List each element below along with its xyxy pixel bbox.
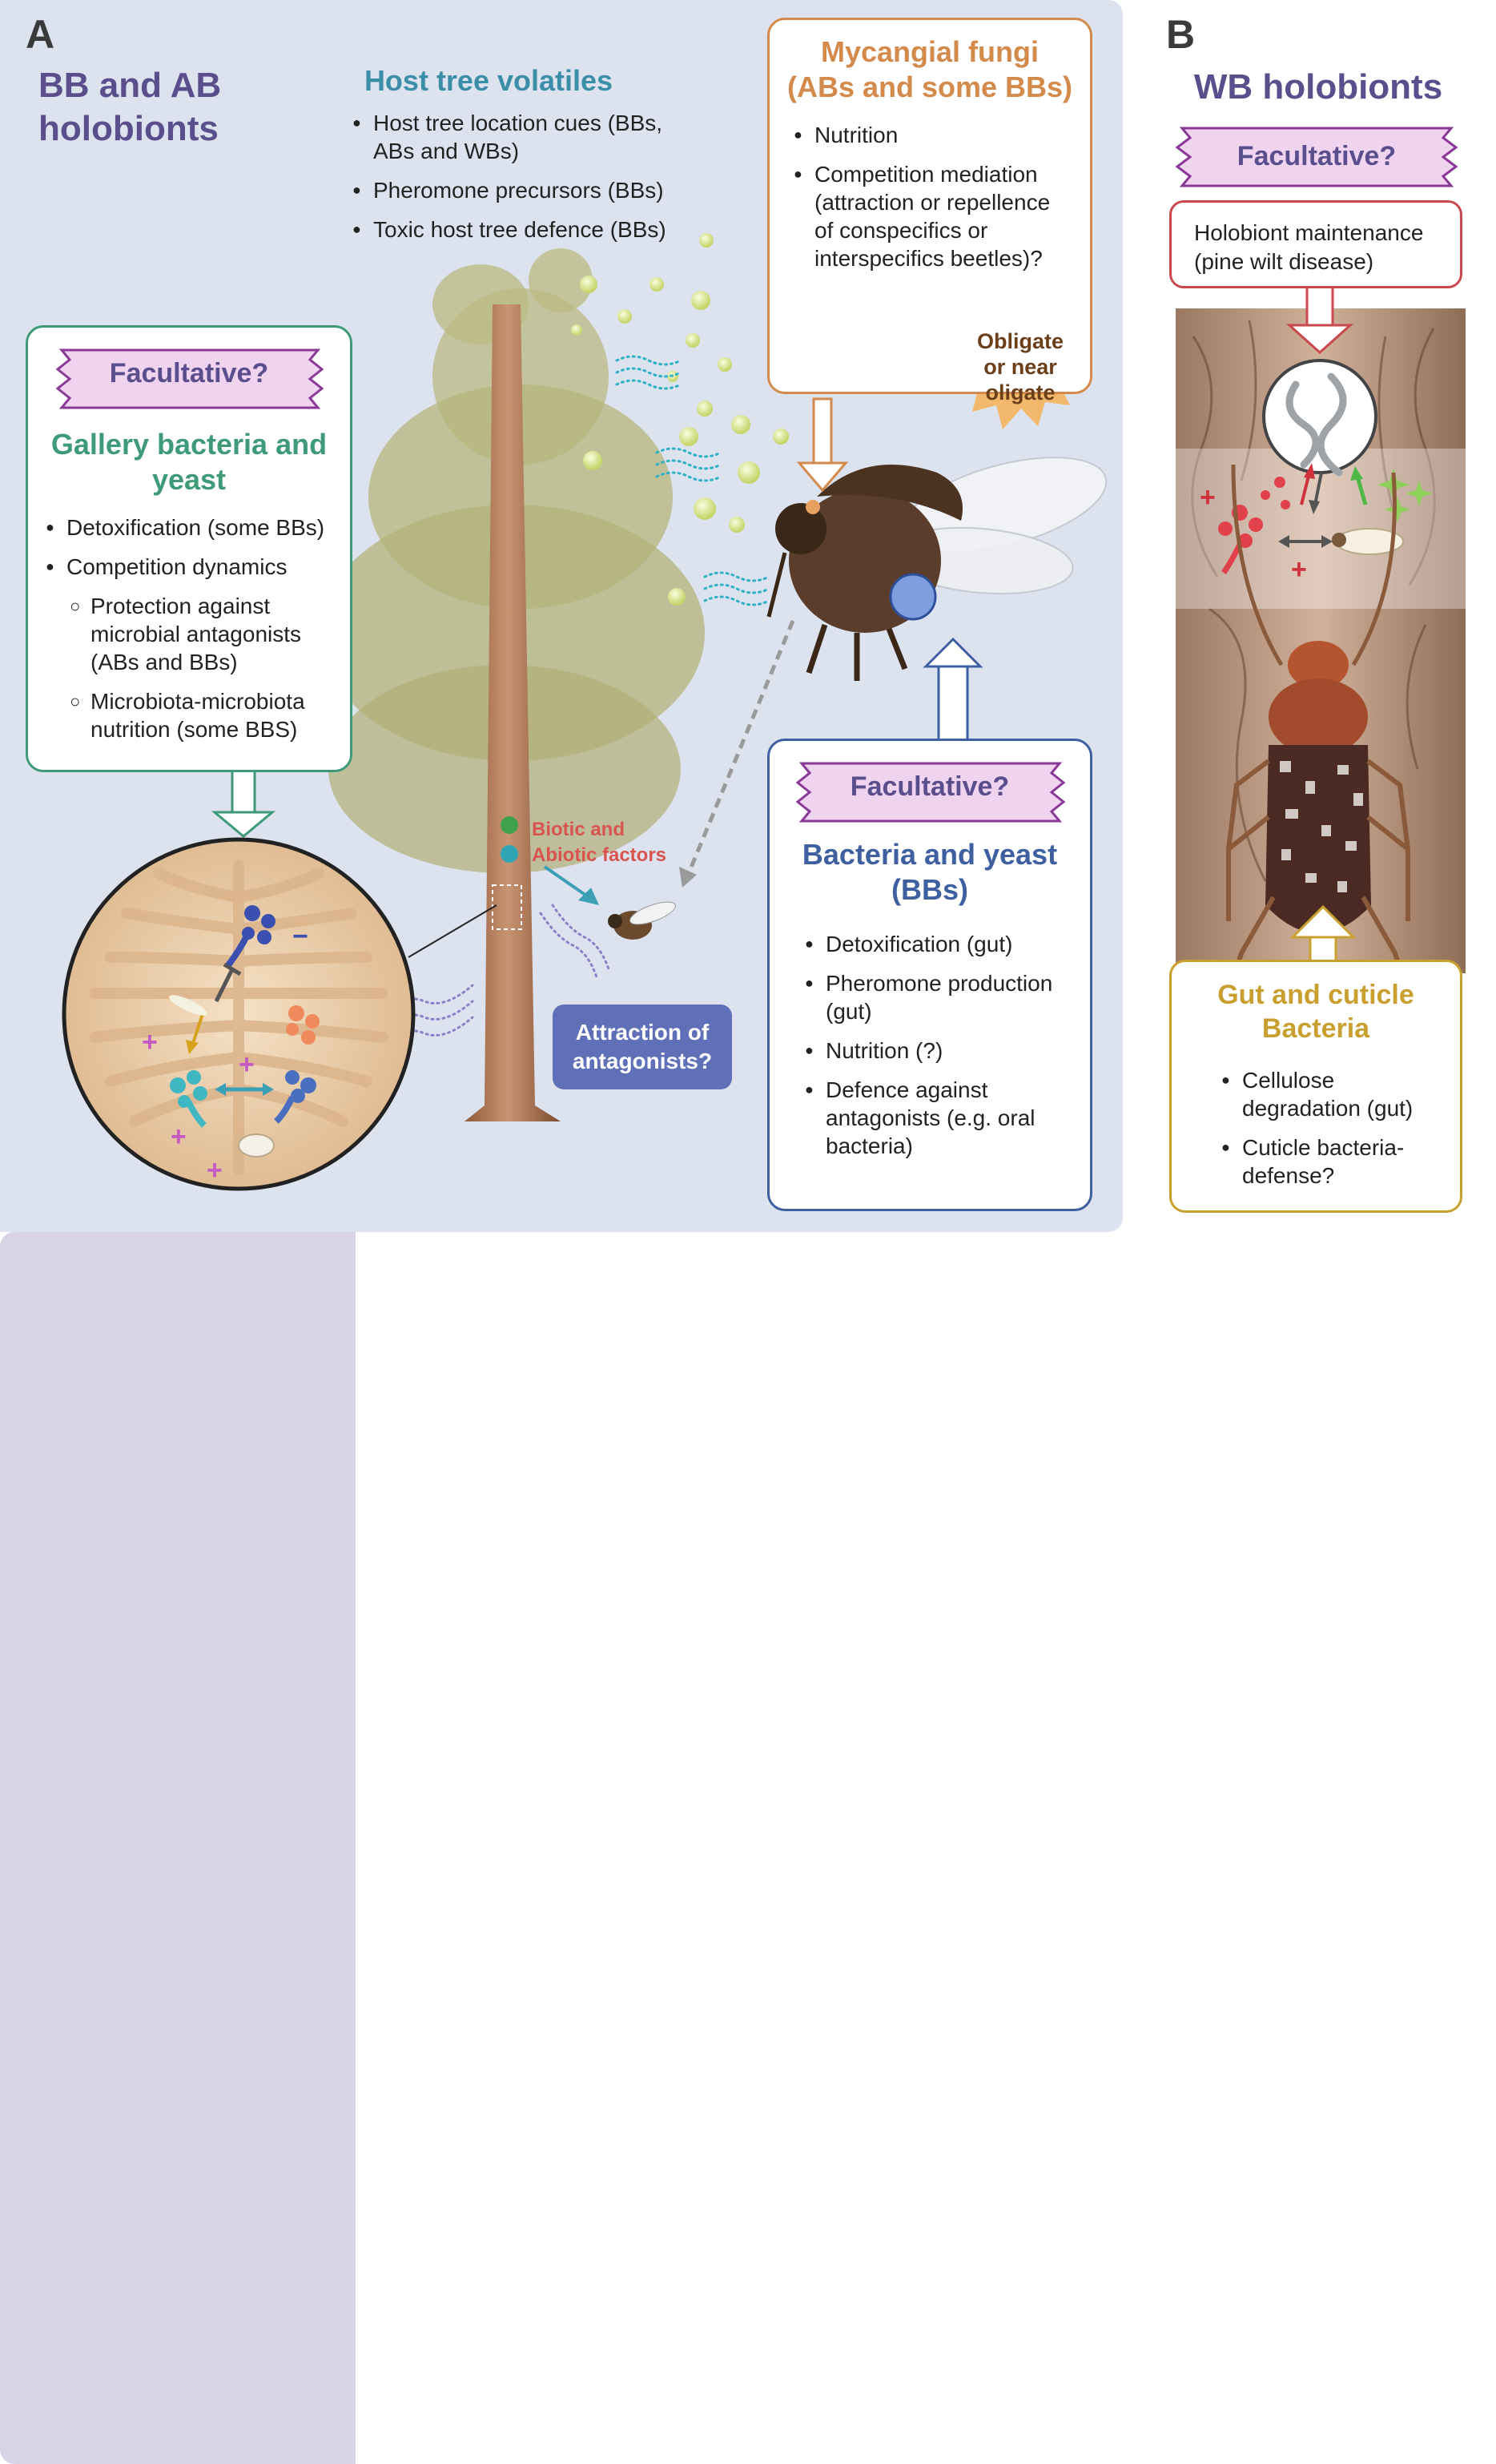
plus-icon: +	[239, 1049, 255, 1080]
bacteria-item: Nutrition (?)	[805, 1037, 1066, 1065]
mycangial-title-line2: (ABs and some BBs)	[786, 70, 1073, 103]
mycangial-item: Competition mediation (attraction or rep…	[794, 160, 1071, 272]
factors-label: Biotic and Abiotic factors	[532, 817, 666, 868]
gut-title: Gut and cuticle Bacteria	[1172, 978, 1460, 1045]
obligate-line1: Obligate	[976, 329, 1064, 353]
obligate-line2: or near	[983, 355, 1057, 379]
mycangial-title-line1: Mycangial fungi	[820, 35, 1040, 68]
antagonist-waves	[383, 904, 610, 1043]
bacteria-title-line1: Bacteria and yeast	[802, 838, 1058, 871]
abiotic-factor-dot	[501, 845, 518, 863]
factors-line1: Biotic and	[532, 819, 625, 840]
gallery-bacteria-box: Facultative? Gallery bacteria and yeast …	[26, 325, 352, 772]
gallery-item: Detoxification (some BBs)	[46, 513, 342, 542]
plus-icon: +	[142, 1027, 158, 1057]
small-beetle-icon	[608, 901, 676, 940]
wb-ribbon-label: Facultative?	[1237, 141, 1397, 171]
bacteria-title-line2: (BBs)	[891, 873, 968, 906]
bacteria-ribbon-label: Facultative?	[850, 771, 1010, 802]
tree-trunk	[464, 304, 561, 1121]
bacteria-arrow	[923, 637, 983, 742]
volatile-bubbles	[571, 233, 789, 606]
mycangial-item: Nutrition	[794, 121, 1071, 149]
bark-beetle-icon	[766, 457, 1108, 681]
volatile-waves	[615, 355, 770, 606]
panel-a-title-line1: BB and AB	[38, 66, 222, 105]
gallery-subitem: Microbiota-microbiota nutrition (some BB…	[70, 687, 342, 743]
panel-b-title: WB holobionts	[1193, 67, 1443, 107]
obligate-label: Obligate or near oligate	[964, 328, 1076, 405]
interaction-icons	[1218, 463, 1432, 574]
mycangial-list: Nutrition Competition mediation (attract…	[794, 121, 1071, 272]
gallery-item: Competition dynamics	[46, 553, 342, 581]
facultative-ribbon	[795, 762, 1066, 823]
gut-item: Cuticle bacteria-defense?	[1221, 1133, 1444, 1190]
gut-title-line1: Gut and cuticle	[1217, 980, 1414, 1010]
minus-icon: −	[292, 921, 308, 952]
maintenance-line2: (pine wilt disease)	[1194, 249, 1374, 274]
dispersal-arrow	[686, 620, 795, 874]
gallery-subitem: Protection against microbial antagonists…	[70, 592, 342, 676]
obligate-line3: oligate	[985, 380, 1056, 405]
facultative-ribbon	[55, 348, 324, 409]
antagonists-line1: Attraction of	[575, 1020, 710, 1045]
panel-a-letter: A	[26, 12, 55, 57]
gallery-arrow	[211, 769, 276, 838]
volatiles-item: Host tree location cues (BBs, ABs and WB…	[352, 109, 689, 165]
illustration-layer	[62, 233, 1466, 1191]
bacteria-list: Detoxification (gut) Pheromone productio…	[805, 930, 1066, 1160]
zoom-line	[408, 904, 497, 958]
volatiles-list: Host tree location cues (BBs, ABs and WB…	[352, 109, 689, 244]
volatiles-item: Pheromone precursors (BBs)	[352, 176, 689, 204]
bacteria-title: Bacteria and yeast (BBs)	[770, 837, 1090, 908]
plus-icon: +	[207, 1155, 223, 1186]
biotic-factor-dot	[501, 816, 518, 834]
maintenance-line1: Holobiont maintenance	[1194, 220, 1424, 245]
gallery-magnifier	[62, 837, 416, 1191]
gallery-sublist: Protection against microbial antagonists…	[70, 592, 342, 743]
gallery-title-line2: yeast	[151, 463, 227, 496]
plus-icon: +	[171, 1121, 187, 1152]
gut-list: Cellulose degradation (gut) Cuticle bact…	[1221, 1066, 1444, 1190]
panel-b	[0, 1232, 356, 2464]
antagonists-box: Attraction of antagonists?	[553, 1005, 732, 1089]
panel-b-letter: B	[1166, 12, 1196, 57]
mycangial-title: Mycangial fungi (ABs and some BBs)	[770, 34, 1090, 105]
bacteria-item: Detoxification (gut)	[805, 930, 1066, 958]
gut-item: Cellulose degradation (gut)	[1221, 1066, 1444, 1122]
bacteria-item: Pheromone production (gut)	[805, 969, 1066, 1025]
plus-icon: +	[1291, 554, 1307, 585]
holobiont-maintenance-box: Holobiont maintenance (pine wilt disease…	[1169, 200, 1462, 288]
gallery-title: Gallery bacteria and yeast	[28, 427, 350, 497]
panel-a-title: BB and AB holobionts	[38, 64, 221, 151]
plus-icon: +	[1200, 482, 1216, 513]
gut-title-line2: Bacteria	[1261, 1013, 1370, 1044]
gallery-title-line1: Gallery bacteria and	[50, 428, 328, 461]
factors-arrow	[543, 865, 590, 899]
nematode-icon	[1262, 359, 1377, 477]
bacteria-yeast-box: Facultative? Bacteria and yeast (BBs) De…	[767, 739, 1092, 1211]
longhorn-beetle-icon	[1215, 464, 1422, 1034]
bacteria-item: Defence against antagonists (e.g. oral b…	[805, 1076, 1066, 1160]
volatiles-item: Toxic host tree defence (BBs)	[352, 215, 689, 244]
mycangial-fungi-box: Mycangial fungi (ABs and some BBs) Nutri…	[767, 18, 1092, 394]
gut-cuticle-box: Gut and cuticle Bacteria Cellulose degra…	[1169, 960, 1462, 1213]
volatiles-block: Host tree volatiles Host tree location c…	[352, 64, 705, 255]
mycangial-arrow	[796, 397, 849, 493]
antagonists-line2: antagonists?	[572, 1049, 713, 1073]
panel-a-title-line2: holobionts	[38, 109, 219, 148]
volatiles-title: Host tree volatiles	[364, 64, 613, 97]
maintenance-arrow	[1286, 285, 1353, 355]
factors-line2: Abiotic factors	[532, 844, 667, 866]
gallery-list: Detoxification (some BBs) Competition dy…	[46, 513, 342, 581]
facultative-ribbon	[1175, 127, 1458, 187]
gallery-ribbon-label: Facultative?	[109, 358, 269, 389]
